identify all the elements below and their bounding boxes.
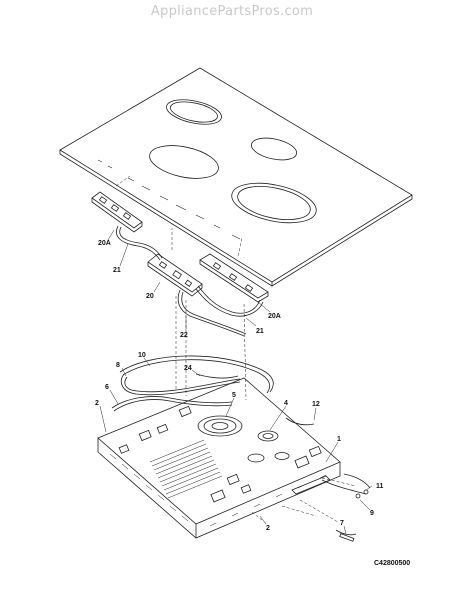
callout-5: 5 <box>232 392 236 399</box>
touch-control-boards <box>91 175 269 401</box>
callout-20a-right: 20A <box>268 313 281 320</box>
callout-8: 8 <box>116 362 120 369</box>
callout-2-bottom: 2 <box>266 525 270 532</box>
callout-10: 10 <box>138 352 146 359</box>
callout-7: 7 <box>340 520 344 527</box>
callout-11: 11 <box>376 483 384 490</box>
watermark: AppliancePartsPros.com <box>150 4 314 19</box>
callout-6: 6 <box>105 384 109 391</box>
callout-1: 1 <box>337 436 341 443</box>
callout-labels: 20A 21 20 20A 21 22 10 8 24 6 5 4 12 2 1… <box>95 240 384 532</box>
callout-12: 12 <box>312 401 320 408</box>
drawing-code: C42800500 <box>374 560 410 567</box>
callout-20a-left: 20A <box>98 240 111 247</box>
callout-22: 22 <box>180 332 188 339</box>
callout-2-left: 2 <box>95 400 99 407</box>
wire-harnesses <box>111 355 371 536</box>
callout-9: 9 <box>370 510 374 517</box>
leader-lines <box>99 229 373 535</box>
cooktop-base-chassis <box>97 377 369 542</box>
callout-21-left: 21 <box>113 267 121 274</box>
callout-20: 20 <box>146 293 154 300</box>
callout-24: 24 <box>184 365 192 372</box>
glass-cooktop <box>59 67 413 287</box>
callout-21-right: 21 <box>256 328 264 335</box>
callout-4: 4 <box>284 400 288 407</box>
